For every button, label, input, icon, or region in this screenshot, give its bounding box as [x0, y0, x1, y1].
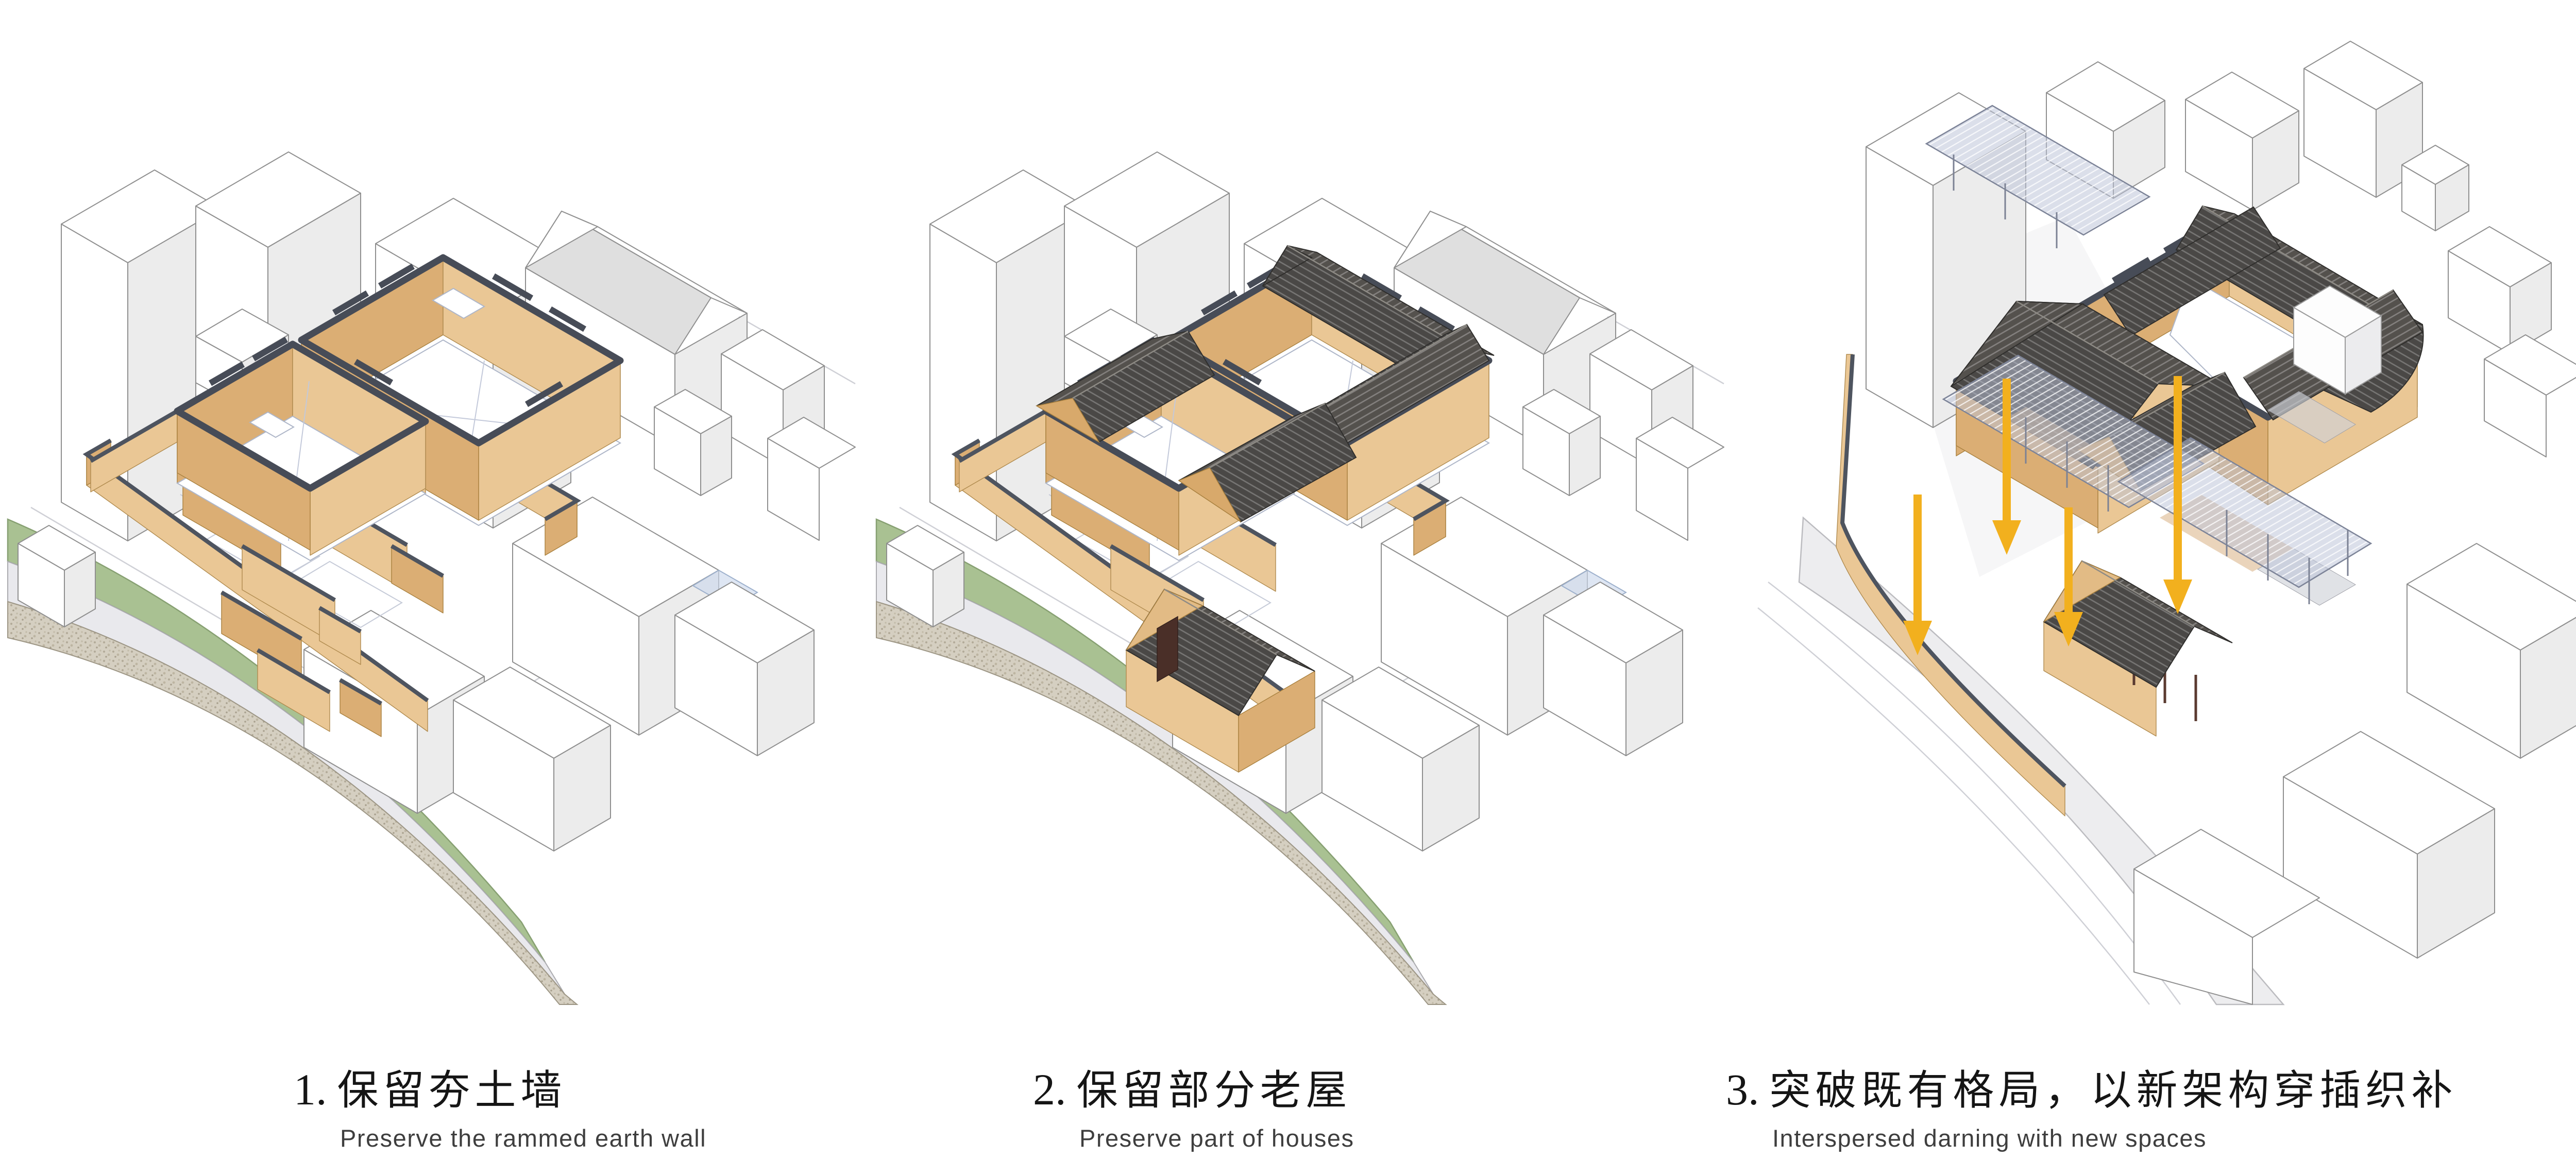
caption-english: Interspersed darning with new spaces	[1772, 1124, 2207, 1152]
caption-english: Preserve the rammed earth wall	[340, 1124, 707, 1152]
caption-line-zh: 2. 保留部分老屋	[1033, 1057, 1354, 1117]
step-number: 2.	[1033, 1065, 1066, 1114]
caption-chinese: 保留夯土墙	[337, 1068, 567, 1114]
step-number: 1.	[294, 1065, 327, 1114]
caption-line-zh: 1. 保留夯土墙	[294, 1057, 706, 1117]
caption-chinese: 保留部分老屋	[1076, 1068, 1352, 1114]
panel-3-caption: 3. 突破既有格局，以新架构穿插织补 Interspersed darning …	[1726, 1057, 2458, 1152]
down-arrow-icon	[2054, 507, 2083, 646]
panel-2-illustration	[869, 0, 1737, 1010]
caption-chinese: 突破既有格局，以新架构穿插织补	[1769, 1068, 2458, 1114]
caption-english: Preserve part of houses	[1079, 1124, 1354, 1152]
panel-3-illustration	[1757, 41, 2576, 1005]
insertion-arrows	[1903, 376, 2192, 655]
caption-line-zh: 3. 突破既有格局，以新架构穿插织补	[1726, 1057, 2458, 1117]
step-number: 3.	[1726, 1065, 1759, 1114]
down-arrow-icon	[1903, 495, 1932, 655]
context-buildings	[1866, 41, 2576, 1005]
courtyard-pavilion	[2267, 285, 2382, 444]
preserved-old-roofs	[1035, 245, 1495, 773]
panel-1-caption: 1. 保留夯土墙 Preserve the rammed earth wall	[294, 1057, 706, 1152]
panel-2-caption: 2. 保留部分老屋 Preserve part of houses	[1033, 1057, 1354, 1152]
down-arrow-icon	[1992, 379, 2021, 555]
south-house	[2043, 560, 2233, 737]
panel-1-illustration	[0, 0, 869, 1010]
down-arrow-icon	[2163, 376, 2192, 614]
